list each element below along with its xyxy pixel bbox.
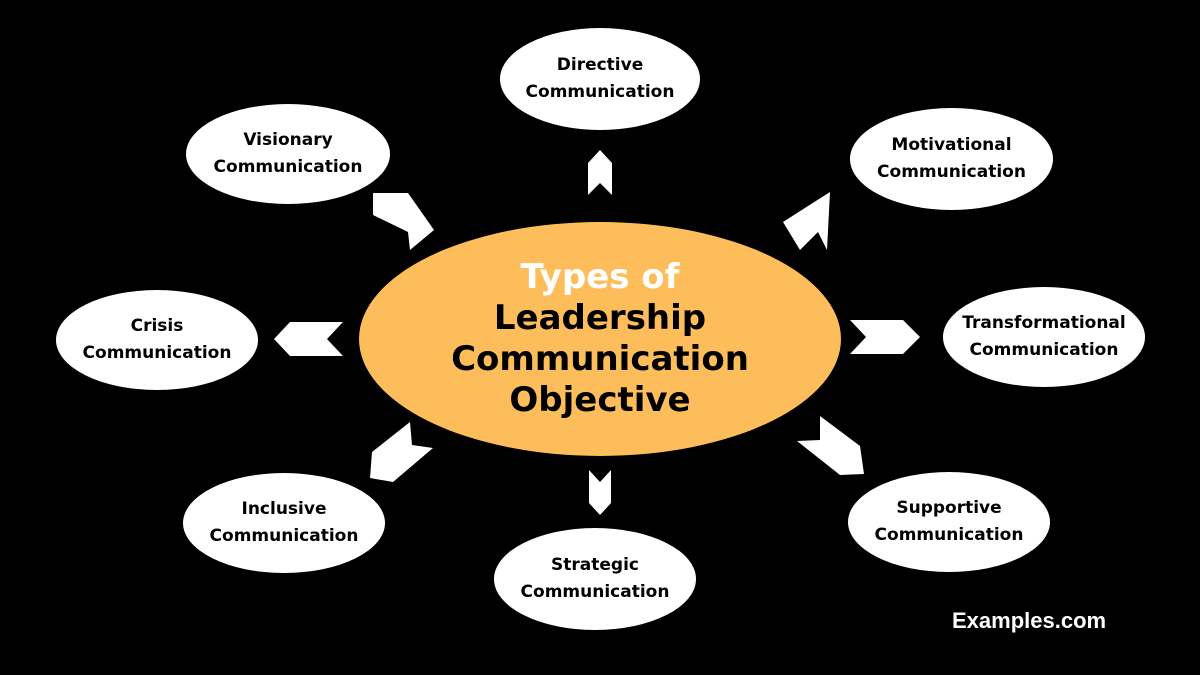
node-label: Crisis — [130, 316, 184, 336]
center-title-line2: Leadership — [493, 298, 707, 338]
node-label: Transformational — [962, 313, 1126, 333]
node-label: Communication — [874, 525, 1024, 545]
arrow-lower-right-icon — [797, 416, 864, 475]
node-label: Strategic — [551, 555, 639, 575]
node-label: Communication — [213, 157, 363, 177]
node-label: Communication — [877, 162, 1026, 182]
brand-watermark: Examples.com — [952, 608, 1107, 633]
center-title-line4: Objective — [509, 380, 691, 420]
center-title-line3: Communication — [451, 339, 749, 379]
arrow-upper-left-icon — [373, 193, 434, 250]
node-label: Supportive — [896, 498, 1002, 518]
arrow-left-icon — [274, 322, 343, 356]
arrow-right-icon — [850, 320, 920, 354]
arrow-lower-left-icon — [370, 422, 433, 482]
node-label: Communication — [520, 582, 670, 602]
node-label: Communication — [82, 343, 232, 363]
node-label: Communication — [525, 82, 675, 102]
node-label: Visionary — [243, 130, 333, 150]
arrow-up-icon — [588, 150, 612, 195]
node-label: Communication — [209, 526, 359, 546]
node-label: Communication — [969, 340, 1119, 360]
node-label: Directive — [556, 55, 644, 75]
node-label: Motivational — [891, 135, 1012, 155]
center-topic: Types of Leadership Communication Object… — [359, 222, 841, 456]
arrow-upper-right-icon — [783, 192, 830, 250]
node-label: Inclusive — [241, 499, 327, 519]
center-title-line1: Types of — [520, 257, 680, 297]
arrow-down-icon — [589, 470, 611, 515]
